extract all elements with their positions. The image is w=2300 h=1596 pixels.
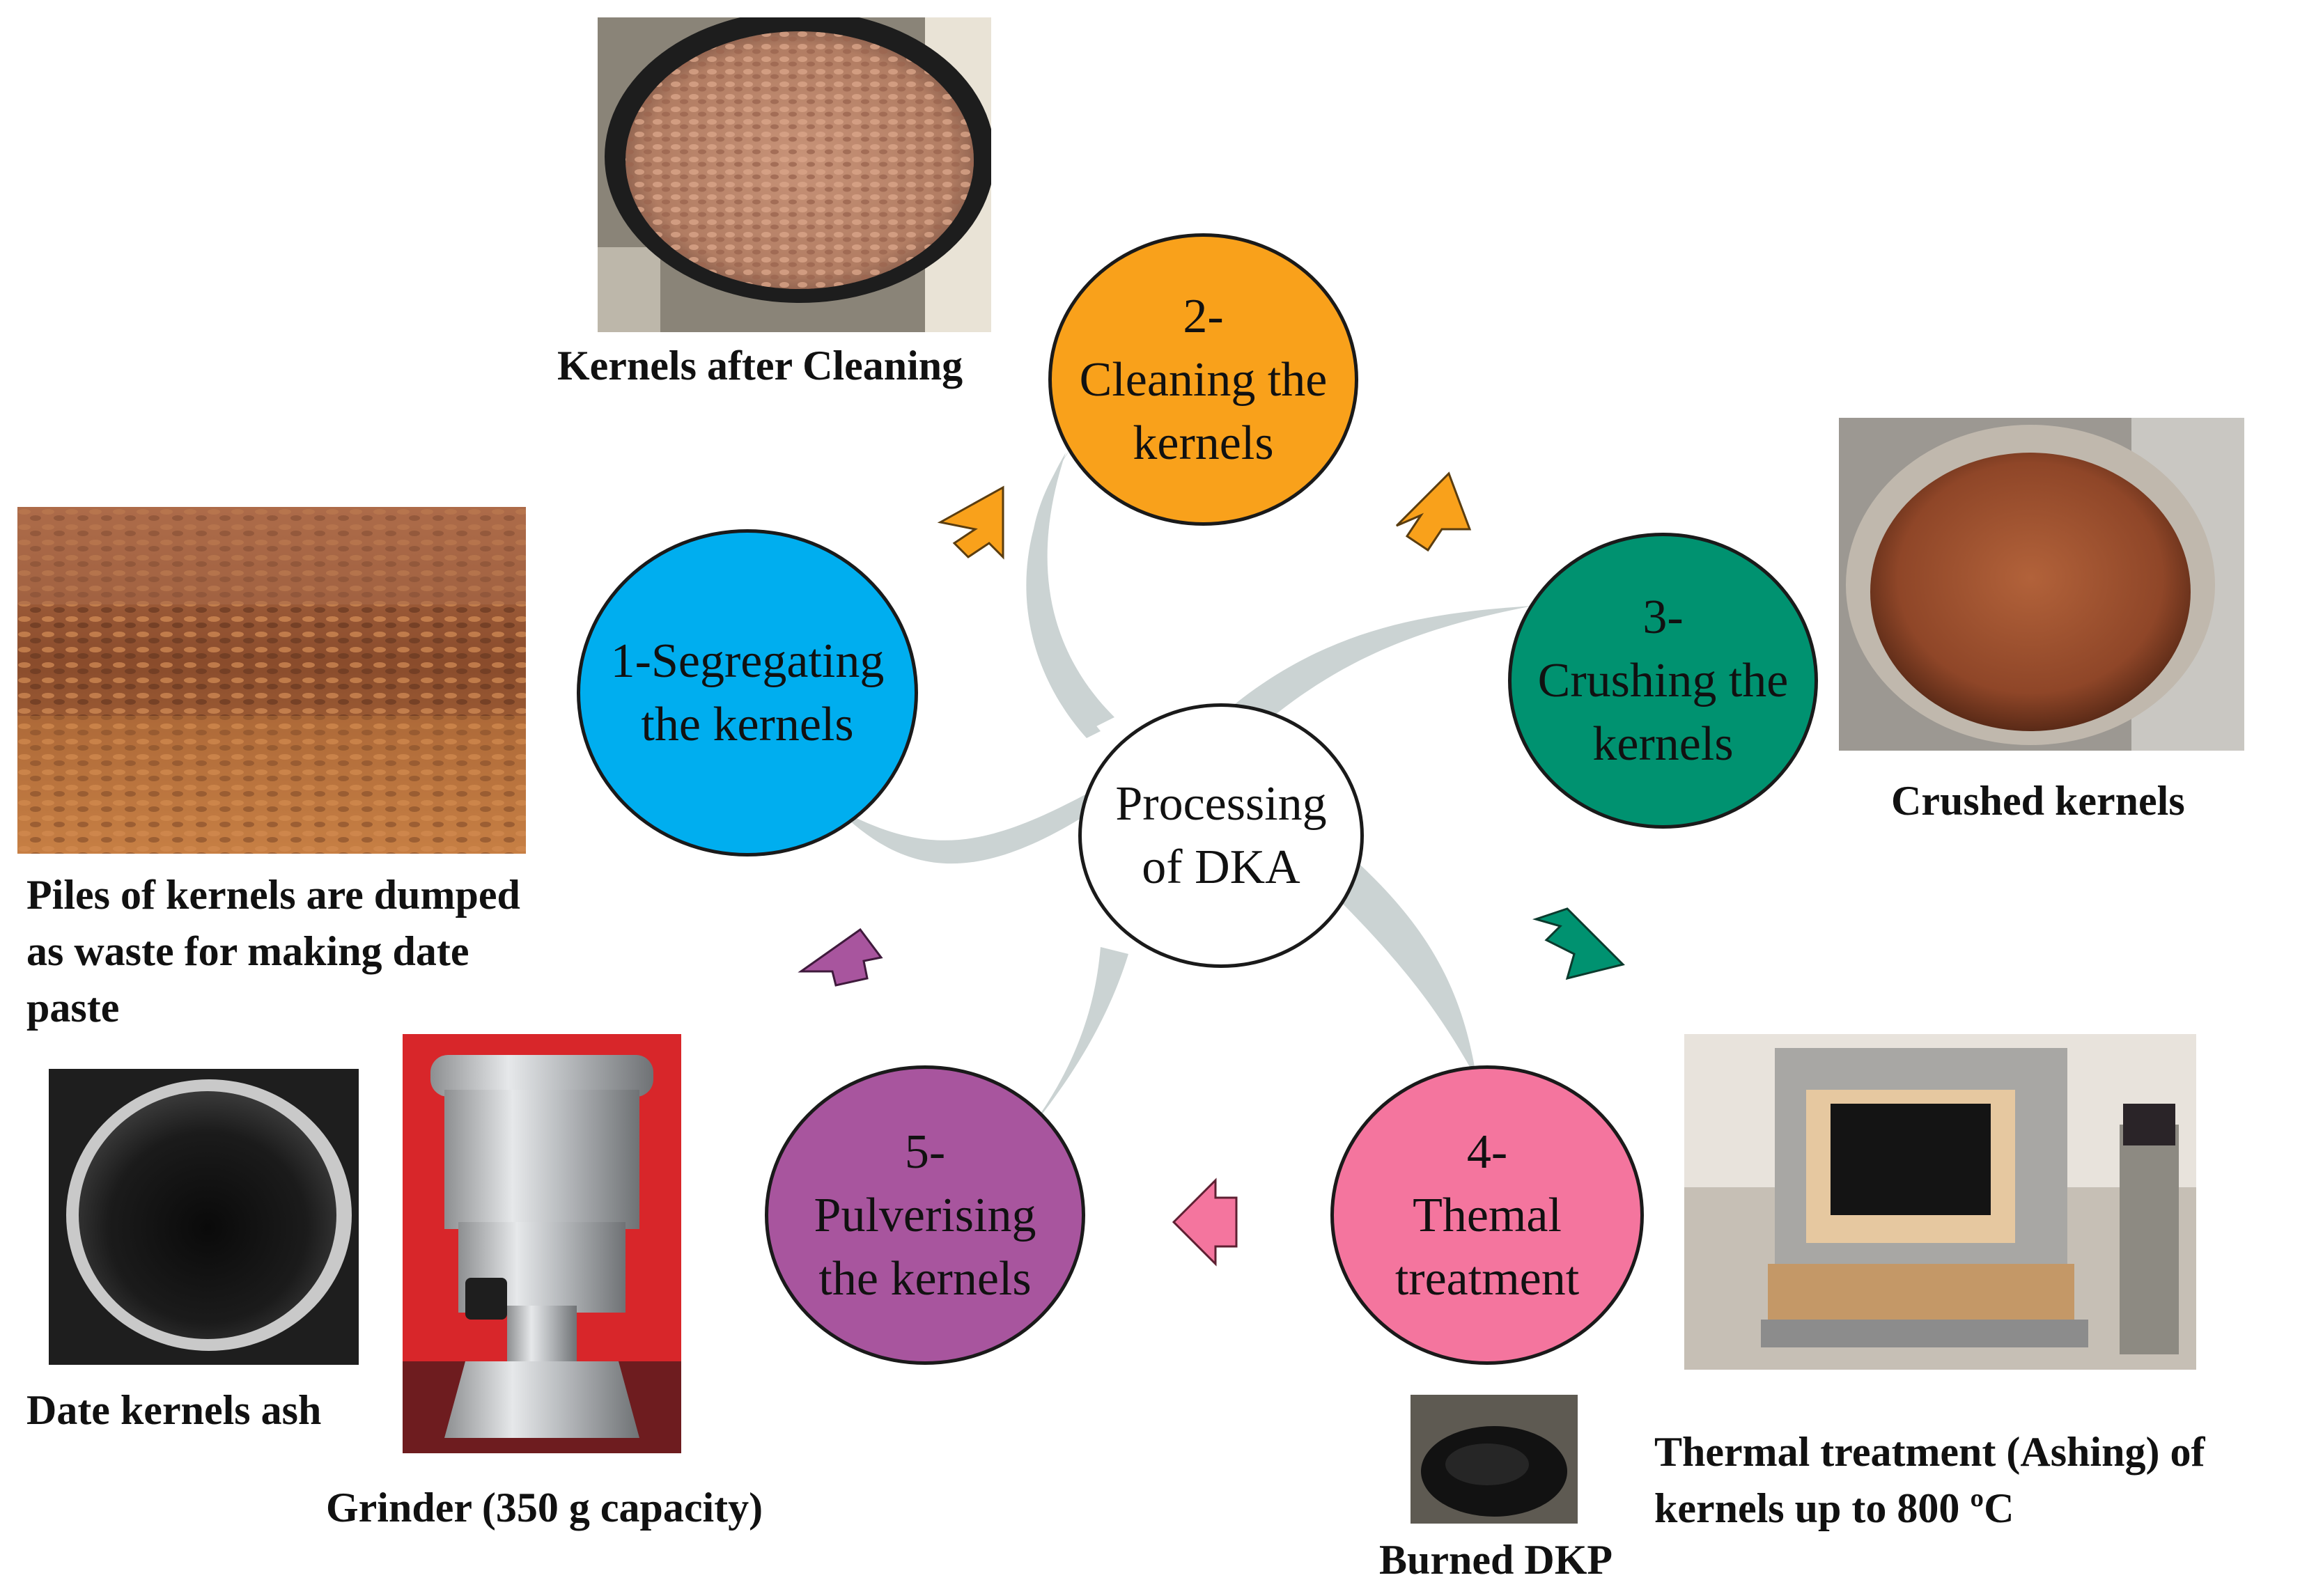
step-4-line2: Themal	[1413, 1188, 1562, 1242]
arrow-to-pulverising	[1172, 1178, 1238, 1267]
caption-piles-line1: Piles of kernels are dumped	[26, 872, 520, 918]
step-4-thermal: 4- Themal treatment	[1330, 1065, 1644, 1365]
caption-kernels-after-cleaning: Kernels after Cleaning	[557, 343, 963, 389]
step-3-line1: 3-	[1642, 590, 1684, 644]
step-1-line1: 1-Segregating	[610, 634, 885, 688]
step-3-line3: kernels	[1592, 717, 1734, 771]
caption-burned-dkp: Burned DKP	[1379, 1537, 1613, 1583]
step-1-segregating: 1-Segregating the kernels	[577, 529, 918, 856]
step-2-line3: kernels	[1133, 416, 1274, 470]
caption-grinder: Grinder (350 g capacity)	[326, 1485, 763, 1531]
caption-piles-of-kernels: Piles of kernels are dumped as waste for…	[26, 867, 520, 1036]
photo-ash-bowl	[49, 1069, 359, 1365]
step-5-pulverising: 5- Pulverising the kernels	[765, 1065, 1085, 1365]
step-5-line3: the kernels	[818, 1251, 1032, 1306]
arrow-to-cleaning	[937, 485, 1004, 560]
center-label-line2: of DKA	[1142, 840, 1300, 894]
step-3-line2: Crushing the	[1537, 654, 1789, 707]
arrow-to-segregating	[798, 928, 883, 987]
photo-grinder	[403, 1034, 681, 1453]
caption-crushed-kernels: Crushed kernels	[1891, 778, 2185, 824]
photo-piled-kernels	[17, 507, 526, 854]
caption-date-kernels-ash: Date kernels ash	[26, 1387, 322, 1433]
center-label-line1: Processing	[1115, 777, 1327, 831]
step-4-line3: treatment	[1394, 1251, 1580, 1306]
step-4-line1: 4-	[1466, 1125, 1508, 1179]
photo-crushed-kernels-bowl	[1839, 418, 2244, 751]
arrow-to-crushing	[1395, 471, 1472, 552]
step-2-cleaning: 2- Cleaning the kernels	[1048, 233, 1358, 526]
caption-thermal-line2: kernels up to 800 ºC	[1654, 1485, 2014, 1531]
step-5-line2: Pulverising	[814, 1188, 1036, 1242]
center-node: Processing of DKA	[1078, 703, 1364, 968]
step-3-crushing: 3- Crushing the kernels	[1508, 533, 1818, 829]
caption-piles-line2: as waste for making date	[26, 928, 469, 974]
step-2-line2: Cleaning the	[1079, 352, 1328, 407]
caption-thermal-line1: Thermal treatment (Ashing) of	[1654, 1429, 2205, 1475]
photo-muffle-furnace	[1684, 1034, 2196, 1370]
step-2-line1: 2-	[1183, 289, 1224, 343]
arrow-to-thermal	[1532, 907, 1625, 980]
step-5-line1: 5-	[904, 1125, 946, 1179]
caption-piles-line3: paste	[26, 985, 120, 1031]
caption-thermal-treatment: Thermal treatment (Ashing) of kernels up…	[1654, 1424, 2205, 1537]
step-1-line2: the kernels	[641, 698, 854, 751]
photo-cleaned-kernels-bucket	[598, 17, 991, 332]
photo-burned-dkp	[1411, 1395, 1578, 1524]
